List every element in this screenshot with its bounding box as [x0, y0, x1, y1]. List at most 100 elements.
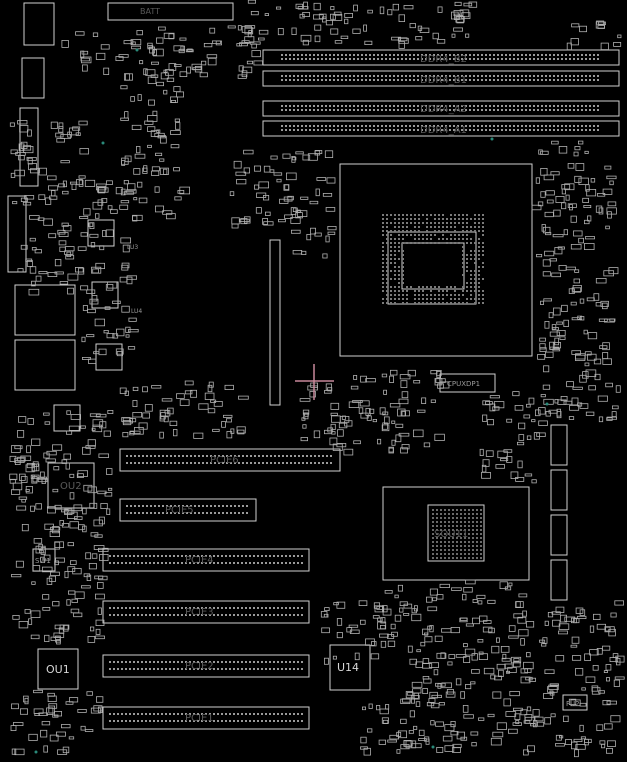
- component-pad: [406, 222, 408, 224]
- component-pad: [88, 563, 97, 570]
- component-pad: [493, 79, 495, 81]
- component-pad: [69, 697, 79, 703]
- component-pad: [365, 79, 367, 81]
- component-pad: [354, 652, 360, 661]
- component-pad: [569, 404, 580, 411]
- component-pad: [553, 125, 555, 127]
- component-pad: [231, 223, 239, 229]
- component-pad: [413, 75, 415, 77]
- component-pad: [249, 661, 251, 663]
- via-dot: [101, 141, 105, 145]
- component-pad: [99, 554, 109, 562]
- component-pad: [313, 79, 315, 81]
- component-pad: [119, 276, 128, 283]
- component-pad: [144, 404, 153, 412]
- component-pad: [309, 129, 311, 131]
- component-pad: [309, 391, 316, 398]
- component-pad: [457, 105, 459, 107]
- component-pad: [102, 230, 107, 237]
- component-pad: [181, 607, 183, 609]
- component-pad: [150, 61, 159, 65]
- component-pad: [297, 129, 299, 131]
- component-pad: [453, 13, 460, 21]
- component-pad: [289, 720, 291, 722]
- component-pad: [569, 79, 571, 81]
- component-pad: [537, 79, 539, 81]
- component-pad: [357, 75, 359, 77]
- component-pad: [573, 105, 575, 107]
- component-pad: [337, 429, 344, 437]
- component-pad: [529, 129, 531, 131]
- component-pad: [484, 401, 493, 405]
- component-pad: [153, 720, 155, 722]
- component-pad: [401, 54, 403, 56]
- component-pad: [575, 163, 585, 171]
- component-pad: [84, 179, 96, 187]
- component-pad: [584, 150, 589, 154]
- component-pad: [557, 399, 567, 405]
- component-pad: [198, 455, 200, 457]
- component-pad: [430, 222, 432, 224]
- component-pad: [317, 105, 319, 107]
- component-pad: [440, 517, 442, 519]
- crosshair-marker: [295, 364, 334, 400]
- component-pad: [585, 75, 587, 77]
- component-pad: [304, 412, 309, 417]
- component-pad: [293, 607, 295, 609]
- component-pad: [417, 75, 419, 77]
- component-pad: [390, 278, 392, 280]
- component-pad: [425, 738, 430, 745]
- component-pad: [397, 75, 399, 77]
- component-pad: [568, 288, 575, 294]
- component-pad: [42, 566, 53, 573]
- component-pad: [172, 429, 178, 437]
- component-pad: [357, 129, 359, 131]
- component-pad: [400, 744, 410, 750]
- component-pad: [246, 512, 248, 514]
- component-pad: [553, 75, 555, 77]
- component-pad: [402, 230, 404, 232]
- component-pad: [523, 414, 531, 419]
- component-pad: [471, 617, 480, 625]
- component-pad: [233, 614, 235, 616]
- component-pad: [462, 238, 464, 240]
- component-pad: [386, 242, 388, 244]
- label-southbridge: SOU11: [434, 529, 468, 540]
- component-pad: [181, 720, 183, 722]
- component-pad: [69, 127, 79, 136]
- component-pad: [458, 218, 460, 220]
- component-pad: [389, 75, 391, 77]
- component-pad: [55, 557, 65, 563]
- component-pad: [209, 607, 211, 609]
- component-pad: [405, 58, 407, 60]
- component-pad: [290, 229, 301, 234]
- component-pad: [173, 555, 175, 557]
- component-pad: [382, 290, 384, 292]
- component-pad: [348, 401, 360, 408]
- component-pad: [581, 129, 583, 131]
- component-pad: [561, 109, 563, 111]
- component-pad: [266, 462, 268, 464]
- component-pad: [218, 462, 220, 464]
- component-pad: [439, 583, 450, 588]
- component-pad: [253, 60, 263, 66]
- component-pad: [337, 105, 339, 107]
- component-pad: [123, 191, 135, 195]
- component-pad: [579, 702, 587, 707]
- component-pad: [162, 210, 173, 215]
- component-pad: [518, 593, 528, 598]
- component-pad: [121, 614, 123, 616]
- component-pad: [557, 129, 559, 131]
- component-pad: [289, 668, 291, 670]
- component-pad: [43, 554, 51, 561]
- component-pad: [237, 607, 239, 609]
- component-pad: [138, 512, 140, 514]
- component-pad: [469, 125, 471, 127]
- component-pad: [390, 298, 392, 300]
- component-pad: [281, 614, 283, 616]
- component-pad: [213, 400, 223, 407]
- component-pad: [393, 75, 395, 77]
- component-pad: [305, 79, 307, 81]
- component-pad: [242, 512, 244, 514]
- component-pad: [230, 512, 232, 514]
